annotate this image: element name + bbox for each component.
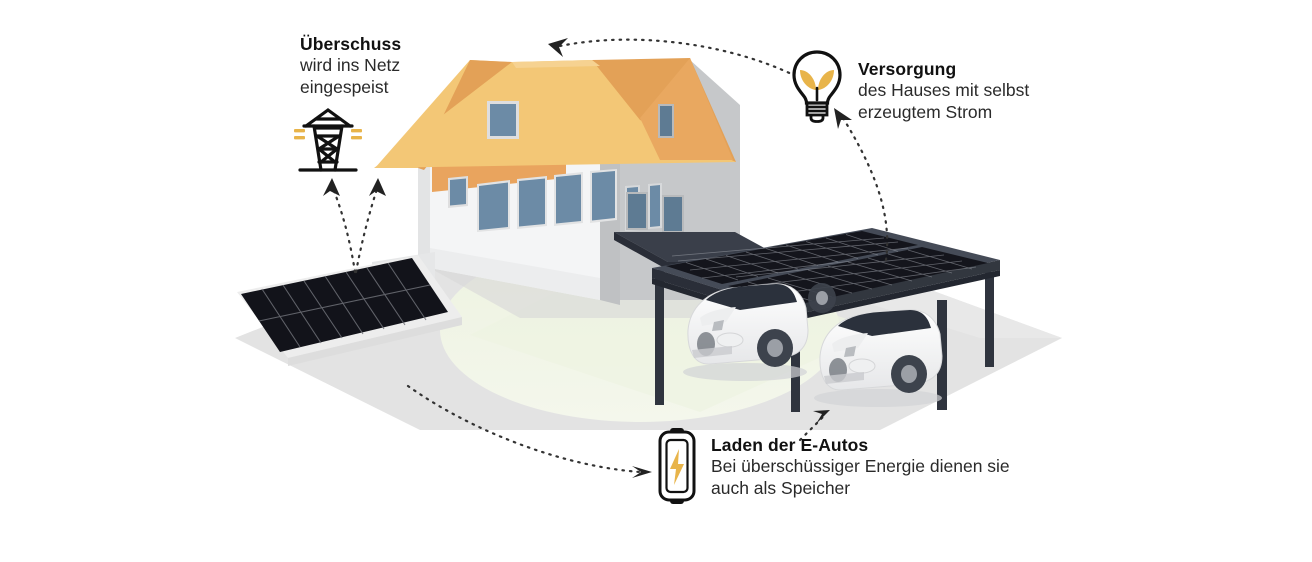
solar-cells-left — [671, 234, 915, 281]
pylon-insulator-marks — [294, 129, 362, 140]
flow-to-cars — [798, 412, 828, 442]
callout-laden-line1: Bei überschüssiger Energie dienen sie — [711, 456, 1010, 476]
roof-main-front — [374, 60, 736, 168]
bulb-leaves — [800, 70, 834, 90]
callout-versorgung-title: Versorgung — [858, 59, 957, 79]
power-pylon-icon — [292, 104, 364, 183]
arrowhead-cars — [813, 410, 830, 424]
callout-ueberschuss-line2: eingespeist — [300, 76, 389, 97]
callout-laden-line2: auch als Speicher — [711, 477, 851, 498]
arrowhead-grid-left — [323, 178, 340, 196]
arrowhead-bulb — [834, 108, 852, 129]
house-left-side-wall — [418, 146, 430, 268]
callout-laden: Laden der E-Autos Bei überschüssiger Ene… — [711, 435, 1010, 499]
callout-laden-title: Laden der E-Autos — [711, 435, 869, 455]
battery-bolt-icon — [657, 427, 697, 510]
arrowhead-battery — [632, 466, 652, 478]
light-bulb-leaf-icon — [789, 48, 845, 129]
house-windows — [448, 101, 684, 233]
callout-versorgung: Versorgung des Hauses mit selbst erzeugt… — [858, 59, 1029, 123]
electric-car-right — [808, 283, 943, 407]
arrowhead-house-roof — [548, 38, 568, 57]
callout-versorgung-line1: des Hauses mit selbst — [858, 80, 1030, 100]
flow-to-grid-left — [330, 184, 357, 274]
electric-car-left — [683, 283, 809, 381]
flow-to-bulb — [841, 116, 889, 262]
callout-ueberschuss-line1: wird ins Netz — [300, 55, 401, 75]
callout-versorgung-line2: erzeugtem Strom — [858, 101, 993, 122]
carport-solar-array-left — [666, 231, 918, 284]
panel-cell-grid — [258, 262, 431, 348]
house-base-plinth — [430, 248, 600, 300]
flow-arrowheads — [323, 38, 852, 478]
arrowhead-grid-right — [369, 178, 386, 196]
flow-to-grid-right — [354, 184, 380, 274]
panel-base-edge — [288, 317, 462, 366]
lightning-bolt-glyph — [670, 449, 684, 485]
flow-to-battery — [406, 384, 642, 474]
roof-ridge-highlight — [512, 60, 600, 68]
callout-ueberschuss-title: Überschuss — [300, 34, 402, 54]
callout-ueberschuss: Überschuss wird ins Netz eingespeist — [300, 34, 401, 98]
carport-rear-roof-edge — [614, 232, 668, 270]
house — [372, 58, 740, 305]
ground-mounted-solar-panel — [237, 255, 462, 366]
